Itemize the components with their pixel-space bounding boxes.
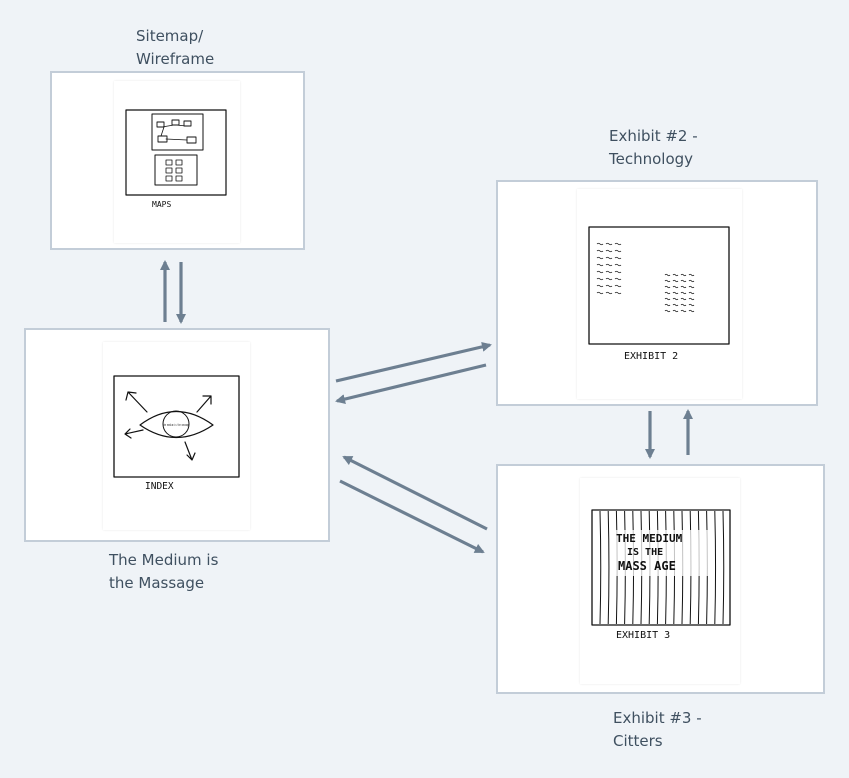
sketch-scribble [672, 303, 679, 307]
sketch-scribble [605, 291, 613, 295]
sketch-scribble [664, 291, 671, 295]
sketch-scribble [688, 279, 695, 283]
sketch-scribble [680, 273, 687, 277]
sketch-scribble [680, 309, 687, 313]
sketch-scribble [596, 270, 604, 274]
sketch-scribble [664, 297, 671, 301]
index-sketch: the medium is the massage INDEX [103, 342, 250, 530]
exhibit3-poster-line2: IS THE [627, 547, 663, 558]
exhibit3-frame[interactable]: THE MEDIUM IS THE MASS AGE EXHIBIT 3 [496, 464, 825, 694]
sketch-scribble [614, 270, 622, 274]
sketch-scribble [614, 249, 622, 253]
sketch-scribble [688, 309, 695, 313]
exhibit3-poster-line1: THE MEDIUM [616, 532, 683, 545]
exhibit2-title: Exhibit #2 - Technology [609, 127, 698, 168]
sketch-scribble [680, 285, 687, 289]
sitemap-title: Sitemap/ Wireframe [136, 27, 215, 68]
sketch-scribble [672, 291, 679, 295]
sketch-scribble [614, 284, 622, 288]
index-eye-text: the medium is the massage [163, 423, 189, 427]
sketch-scribble [672, 279, 679, 283]
sitemap-sketch-caption: MAPS [152, 200, 171, 209]
sketch-scribble [605, 249, 613, 253]
exhibit3-poster-line3: MASS AGE [618, 559, 676, 573]
sketch-scribble [596, 263, 604, 267]
sketch-scribble [664, 309, 671, 313]
exhibit2-sketch-caption: EXHIBIT 2 [624, 351, 678, 362]
sketch-scribble [672, 273, 679, 277]
sketch-scribble [688, 303, 695, 307]
sketch-scribble [672, 309, 679, 313]
sketch-scribble [614, 277, 622, 281]
exhibit2-sketch: EXHIBIT 2 [577, 189, 742, 399]
sketch-stripe [607, 510, 610, 625]
sketch-scribble [688, 285, 695, 289]
sketch-scribble [605, 263, 613, 267]
arrow-index-to-exhibit3 [339, 479, 485, 554]
exhibit3-sketch-caption: EXHIBIT 3 [616, 630, 670, 641]
sketch-scribble [605, 242, 613, 246]
sketch-scribble [614, 256, 622, 260]
sketch-scribble [688, 291, 695, 295]
sketch-scribble [605, 256, 613, 260]
sketch-scribble [680, 291, 687, 295]
sitemap-frame[interactable]: MAPS [50, 71, 305, 250]
sketch-scribble [664, 279, 671, 283]
sketch-stripe [722, 510, 725, 625]
sketch-scribble [664, 273, 671, 277]
sketch-scribble [605, 277, 613, 281]
sketch-scribble [605, 270, 613, 274]
sketch-scribble [596, 242, 604, 246]
exhibit3-title: Exhibit #3 - Citters [613, 709, 702, 750]
index-sketch-caption: INDEX [145, 481, 174, 492]
sketch-scribble [596, 249, 604, 253]
sketch-scribble [680, 303, 687, 307]
sketch-scribble [614, 291, 622, 295]
sketch-stripe [599, 510, 602, 625]
exhibit2-frame[interactable]: EXHIBIT 2 [496, 180, 818, 406]
sketch-scribble [672, 297, 679, 301]
sketch-scribble [614, 263, 622, 267]
index-title: The Medium is the Massage [109, 551, 219, 592]
sketch-scribble [596, 256, 604, 260]
sketch-stripe [714, 510, 717, 625]
sketch-scribble [680, 279, 687, 283]
arrow-exhibit3-to-index [342, 455, 488, 531]
index-frame[interactable]: the medium is the massage INDEX [24, 328, 330, 542]
arrow-index-to-exhibit2 [335, 341, 492, 383]
sketch-scribble [605, 284, 613, 288]
sketch-scribble [680, 297, 687, 301]
exhibit3-sketch: THE MEDIUM IS THE MASS AGE EXHIBIT 3 [580, 478, 740, 684]
sketch-scribble [614, 242, 622, 246]
arrow-exhibit2-to-index [335, 363, 487, 404]
sketch-scribble [596, 284, 604, 288]
sketch-scribble [664, 285, 671, 289]
sketch-scribble [688, 273, 695, 277]
sitemap-sketch: MAPS [114, 81, 240, 243]
sketch-scribble [664, 303, 671, 307]
sketch-scribble [672, 285, 679, 289]
sketch-scribble [596, 291, 604, 295]
sketch-scribble [596, 277, 604, 281]
sketch-scribble [688, 297, 695, 301]
